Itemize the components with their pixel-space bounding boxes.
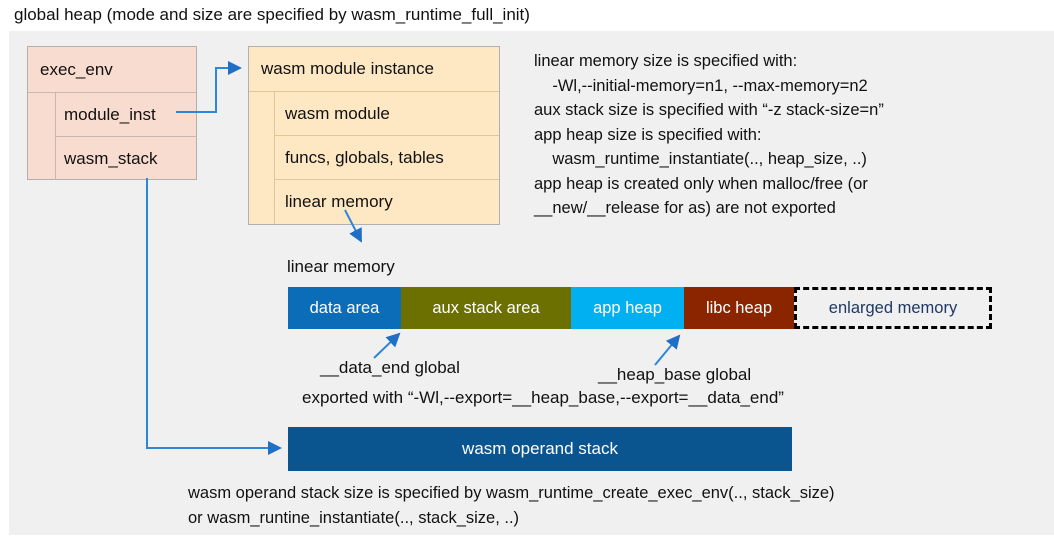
page-title: global heap (mode and size are specified…: [14, 5, 530, 24]
module-instance-header: wasm module instance: [249, 47, 499, 92]
annotation-heap-base: __heap_base global: [598, 365, 752, 384]
wasm-operand-stack-box: wasm operand stack: [288, 427, 792, 471]
annotation-data-end: __data_end global: [320, 358, 460, 377]
linear-memory-label: linear memory: [287, 257, 395, 276]
memory-segment-aux-stack-area: aux stack area: [401, 287, 571, 329]
module-instance-row-linear-memory: linear memory: [285, 192, 393, 211]
exec-env-row-wasm-stack: wasm_stack: [64, 149, 158, 168]
module-instance-gutter: [249, 92, 275, 224]
memory-segment-libc-heap: libc heap: [684, 287, 794, 329]
memory-segment-data-area: data area: [288, 287, 401, 329]
exec-env-row-module-inst: module_inst: [56, 93, 197, 137]
module-instance-row-wasm-module: wasm module: [275, 92, 499, 136]
memory-segment-app-heap: app heap: [571, 287, 684, 329]
memory-segment-enlarged-memory: enlarged memory: [794, 287, 992, 329]
wasm-operand-stack-note: wasm operand stack size is specified by …: [188, 484, 835, 527]
annotation-exported-with: exported with “-Wl,--export=__heap_base,…: [302, 388, 784, 407]
wasm-module-instance-box: wasm module instance wasm module funcs, …: [248, 46, 500, 225]
exec-env-box: exec_env module_inst wasm_stack: [27, 46, 197, 180]
exec-env-header: exec_env: [28, 47, 196, 93]
module-instance-row-funcs-globals-tables: funcs, globals, tables: [275, 136, 499, 180]
memory-size-notes: linear memory size is specified with: -W…: [534, 52, 884, 217]
exec-env-gutter: [28, 93, 56, 180]
